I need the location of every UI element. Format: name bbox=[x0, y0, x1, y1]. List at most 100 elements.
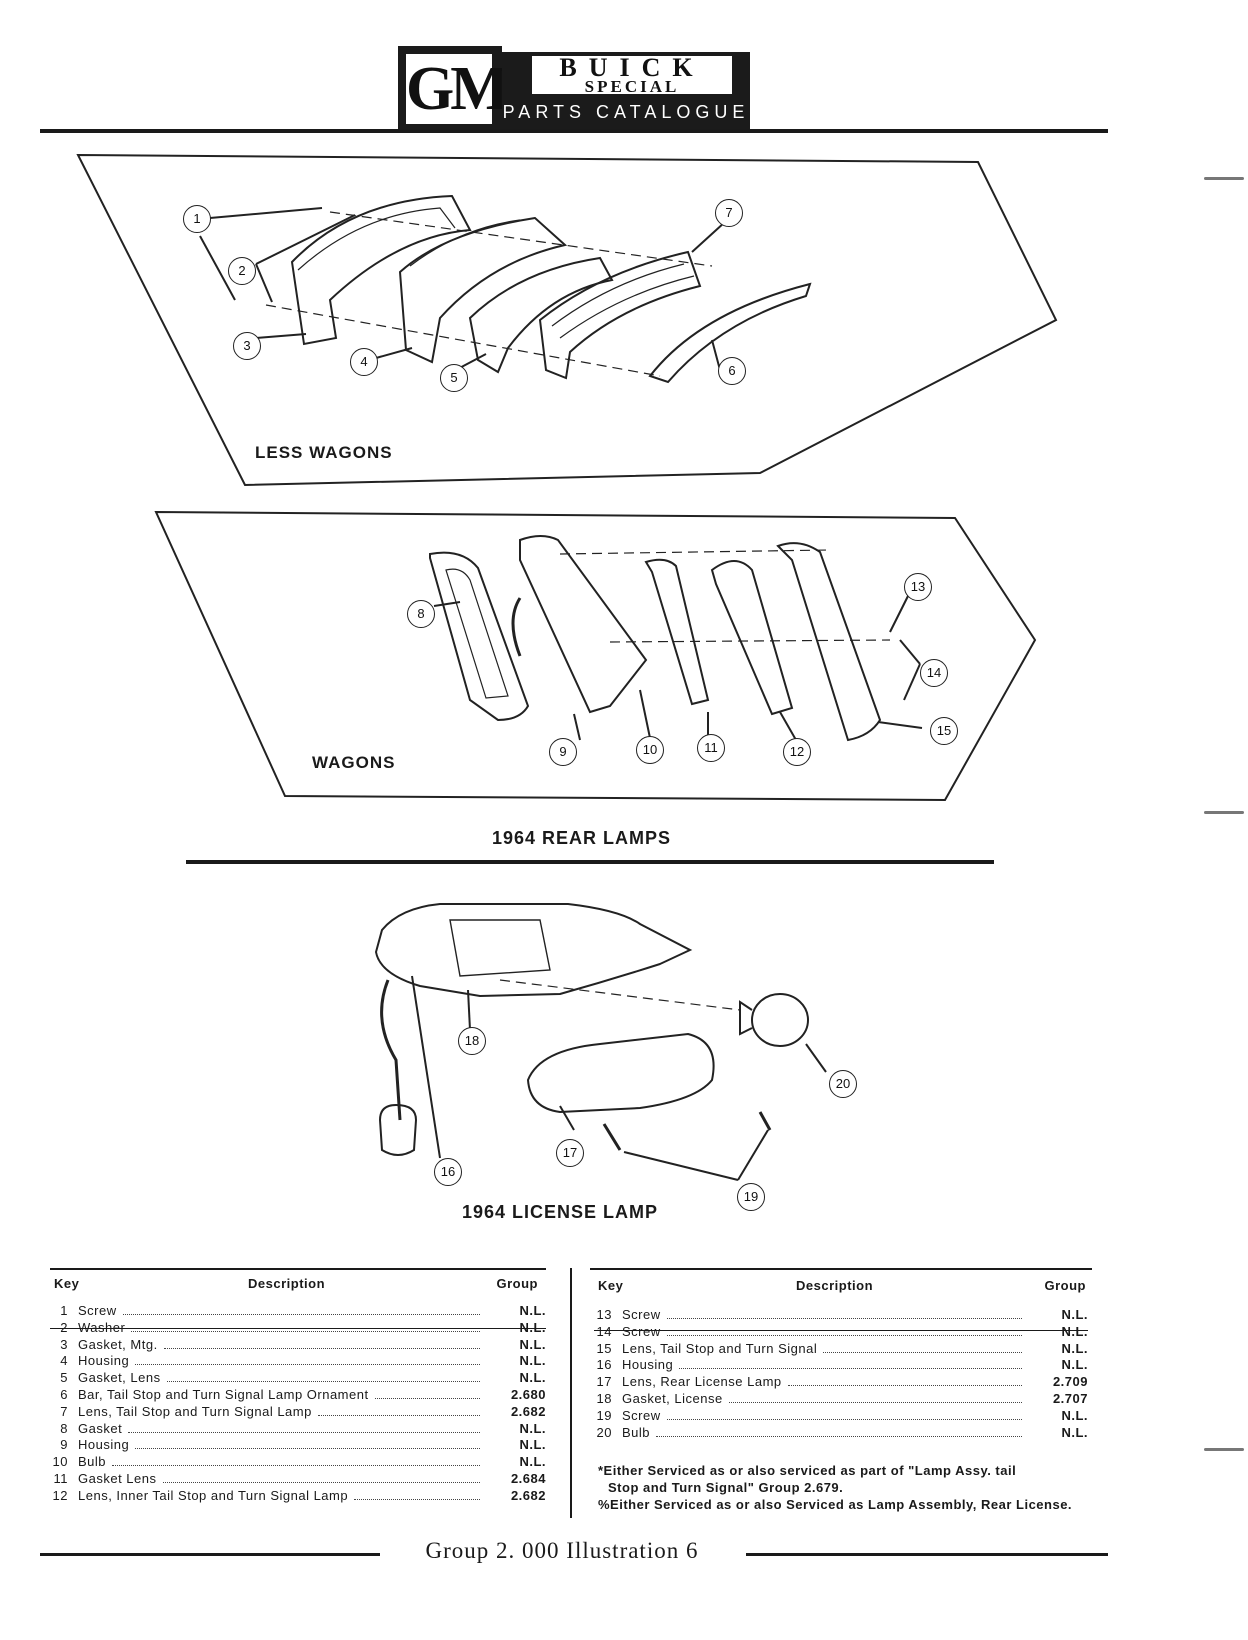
table-row: 2 Washer N.L. bbox=[50, 1320, 546, 1337]
part-description-text: Screw bbox=[622, 1307, 661, 1322]
part-key: 20 bbox=[596, 1424, 612, 1440]
dot-leader bbox=[135, 1447, 480, 1450]
housing-part bbox=[398, 216, 568, 364]
rear-lamps-rule bbox=[186, 860, 994, 864]
part-description: Bulb bbox=[622, 1425, 1026, 1442]
part-group: N.L. bbox=[519, 1437, 546, 1453]
header-key: Key bbox=[54, 1276, 80, 1291]
ornament-bar-part bbox=[648, 282, 812, 384]
license-housing-part bbox=[374, 903, 693, 998]
dot-leader bbox=[666, 1317, 1022, 1319]
dot-leader bbox=[823, 1351, 1022, 1353]
part-key: 16 bbox=[596, 1357, 612, 1373]
part-description-text: Screw bbox=[622, 1323, 661, 1339]
catalogue-title-block: BUICK SPECIAL PARTS CATALOGUE bbox=[502, 52, 750, 132]
part-group: N.L. bbox=[519, 1319, 546, 1335]
rear-lamps-caption: 1964 REAR LAMPS bbox=[492, 828, 672, 848]
callout-12: 12 bbox=[783, 738, 811, 766]
part-description-text: Gasket, License bbox=[622, 1390, 723, 1406]
dot-leader bbox=[656, 1435, 1022, 1437]
part-group: N.L. bbox=[1061, 1340, 1088, 1356]
part-description: Gasket, Mtg. bbox=[78, 1337, 484, 1354]
part-description-text: Gasket, Lens bbox=[78, 1370, 161, 1386]
callout-19: 19 bbox=[737, 1183, 765, 1211]
dot-leader bbox=[131, 1330, 480, 1332]
part-group: 2.684 bbox=[510, 1470, 546, 1486]
part-group: N.L. bbox=[1061, 1323, 1088, 1339]
less-wagons-label: LESS WAGONS bbox=[255, 443, 393, 462]
part-description: Housing bbox=[622, 1357, 1026, 1374]
inner-lens-part bbox=[710, 560, 794, 716]
wagon-gasket-part bbox=[429, 551, 530, 722]
callout-20: 20 bbox=[829, 1070, 857, 1098]
part-key: 11 bbox=[53, 1470, 68, 1486]
dot-leader bbox=[317, 1414, 480, 1416]
callout-5: 5 bbox=[440, 364, 468, 392]
header-group: Group bbox=[496, 1276, 538, 1291]
part-group: 2.682 bbox=[510, 1487, 546, 1503]
part-description: Gasket, Lens bbox=[78, 1370, 484, 1387]
table-row: 11 Gasket Lens 2.684 bbox=[50, 1471, 546, 1488]
dot-leader bbox=[135, 1363, 480, 1366]
catalogue-name: PARTS CATALOGUE bbox=[502, 102, 750, 122]
callout-11: 11 bbox=[697, 734, 725, 762]
note2: %Either Serviced as or also Serviced as … bbox=[598, 1497, 1073, 1512]
part-key: 14 bbox=[596, 1323, 612, 1339]
right-table-top-rule bbox=[590, 1268, 1092, 1270]
part-description: Gasket, License bbox=[622, 1391, 1026, 1408]
part-group: N.L. bbox=[519, 1420, 546, 1436]
part-description: Washer bbox=[78, 1320, 484, 1337]
header-description: Description bbox=[248, 1276, 326, 1291]
license-connector-part bbox=[378, 1103, 418, 1156]
left-table-header-rule bbox=[50, 1328, 546, 1329]
lens-gasket-part bbox=[468, 256, 614, 374]
note-either-serviced-lamp-assy: *Either Serviced as or also serviced as … bbox=[598, 1462, 1092, 1513]
table-row: 14 Screw N.L. bbox=[594, 1324, 1088, 1341]
wagon-lens-gasket-part bbox=[644, 558, 710, 706]
binder-hole-middle bbox=[1204, 811, 1244, 814]
part-description: Gasket Lens bbox=[78, 1471, 484, 1488]
part-key: 19 bbox=[596, 1407, 612, 1423]
mounting-gasket-part bbox=[290, 194, 472, 346]
wagons-label: WAGONS bbox=[312, 753, 396, 772]
part-group: N.L. bbox=[1061, 1407, 1088, 1423]
part-key: 2 bbox=[60, 1319, 68, 1335]
part-description-text: Lens, Inner Tail Stop and Turn Signal La… bbox=[78, 1487, 349, 1503]
part-description: Bar, Tail Stop and Turn Signal Lamp Orna… bbox=[78, 1387, 484, 1404]
part-group: N.L. bbox=[519, 1370, 546, 1386]
part-description: Lens, Tail Stop and Turn Signal bbox=[622, 1341, 1026, 1358]
left-table-top-rule bbox=[50, 1268, 546, 1270]
part-group: 2.680 bbox=[510, 1386, 546, 1402]
callout-13: 13 bbox=[904, 573, 932, 601]
dot-leader bbox=[374, 1397, 480, 1399]
callout-15: 15 bbox=[930, 717, 958, 745]
part-description-text: Housing bbox=[622, 1357, 674, 1373]
right-table-header-rule bbox=[594, 1330, 1088, 1331]
part-group: N.L. bbox=[1061, 1357, 1088, 1373]
license-lens-part bbox=[526, 1032, 715, 1114]
part-key: 7 bbox=[60, 1403, 68, 1419]
part-description: Gasket bbox=[78, 1421, 484, 1438]
part-description: Housing bbox=[78, 1437, 484, 1454]
table-row: 16 Housing N.L. bbox=[594, 1357, 1088, 1374]
note1-line1: *Either Serviced as or also serviced as … bbox=[598, 1463, 1017, 1478]
dot-leader bbox=[163, 1347, 480, 1349]
part-key: 9 bbox=[60, 1437, 68, 1453]
callout-3: 3 bbox=[233, 332, 261, 360]
catalogue-header: GM BUICK SPECIAL PARTS CATALOGUE bbox=[398, 46, 750, 132]
part-description-text: Screw bbox=[78, 1303, 117, 1318]
part-description: Lens, Inner Tail Stop and Turn Signal La… bbox=[78, 1488, 484, 1505]
footer-rule-left bbox=[40, 1553, 380, 1556]
wagons-panel bbox=[154, 510, 1037, 802]
brand-name: BUICK bbox=[559, 53, 705, 82]
